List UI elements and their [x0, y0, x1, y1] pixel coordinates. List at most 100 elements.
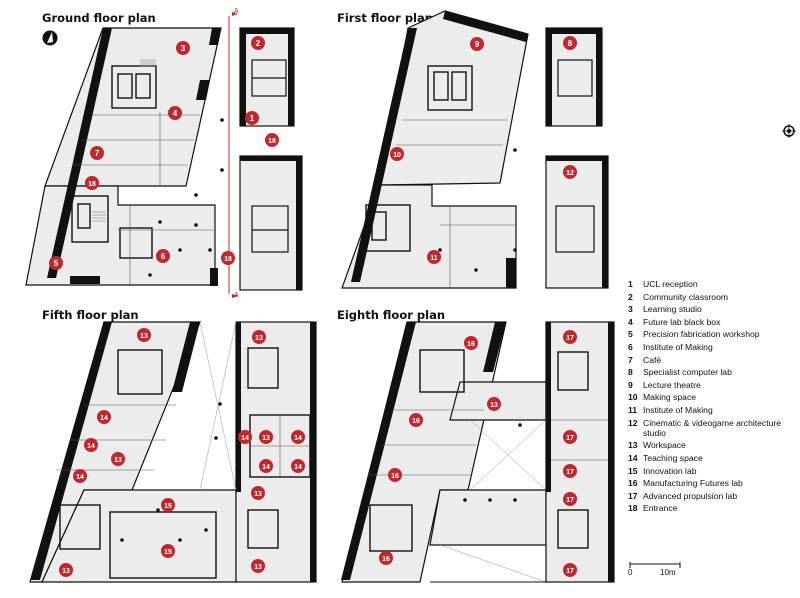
section-marker-top: A: [234, 8, 239, 15]
first-floor-plan: [341, 10, 609, 289]
legend-number: 11: [628, 404, 638, 415]
legend-item: 14 Teaching space: [628, 453, 796, 463]
eighth-floor-title: Eighth floor plan: [337, 308, 446, 322]
ground-floor-plan: [25, 12, 303, 298]
room-marker-number: 15: [164, 503, 172, 510]
room-marker-number: 17: [566, 497, 574, 504]
scale-end-label: 10m: [660, 568, 676, 577]
legend-number: 13: [628, 440, 638, 451]
room-marker: 17: [563, 492, 577, 506]
room-marker: 13: [252, 330, 266, 344]
room-marker: 14: [73, 469, 87, 483]
ground-floor-title: Ground floor plan: [42, 11, 156, 25]
room-marker-number: 17: [566, 469, 574, 476]
room-marker: 18: [221, 251, 235, 265]
room-marker-number: 14: [100, 415, 108, 422]
room-marker: 6: [156, 249, 170, 263]
room-marker: 14: [291, 459, 305, 473]
room-marker-number: 17: [566, 435, 574, 442]
room-marker: 13: [487, 397, 501, 411]
north-arrow-icon: [42, 30, 58, 46]
room-marker: 12: [563, 165, 577, 179]
legend-number: 10: [628, 392, 638, 403]
legend-label: Institute of Making: [643, 404, 713, 415]
legend-item: 16 Manufacturing Futures lab: [628, 478, 796, 488]
legend-number: 12: [628, 417, 638, 428]
legend-label: Advanced propulsion lab: [643, 490, 738, 501]
room-marker-number: 13: [254, 564, 262, 571]
room-marker: 17: [563, 563, 577, 577]
room-marker: 13: [59, 563, 73, 577]
room-marker-number: 9: [475, 40, 480, 49]
legend-number: 16: [628, 478, 638, 489]
room-marker: 17: [563, 430, 577, 444]
legend-number: 7: [628, 354, 633, 365]
compass-icon: [782, 124, 796, 138]
room-marker-number: 8: [568, 39, 573, 48]
legend-number: 6: [628, 341, 633, 352]
legend-number: 14: [628, 452, 638, 463]
eighth-floor-plan: [341, 321, 615, 583]
room-marker-number: 13: [254, 491, 262, 498]
legend-label: Specialist computer lab: [643, 367, 732, 378]
legend-label: UCL reception: [643, 279, 698, 289]
legend-number: 5: [628, 329, 633, 340]
room-marker: 9: [470, 37, 484, 51]
room-marker-number: 1: [250, 114, 255, 123]
room-marker: 5: [49, 256, 63, 270]
room-marker: 15: [161, 544, 175, 558]
legend-number: 17: [628, 490, 638, 501]
room-marker: 14: [291, 430, 305, 444]
room-marker: 18: [85, 176, 99, 190]
legend-label: Workspace: [643, 440, 686, 451]
legend-label: Future lab black box: [643, 316, 721, 327]
legend-number: 1: [628, 279, 633, 289]
room-marker-number: 11: [430, 255, 438, 262]
fifth-floor-plan: [29, 321, 317, 583]
room-marker-number: 15: [164, 549, 172, 556]
legend-label: Manufacturing Futures lab: [643, 478, 743, 489]
room-marker-number: 14: [294, 464, 302, 471]
room-marker-number: 14: [241, 435, 249, 442]
room-marker: 16: [409, 413, 423, 427]
room-marker: 8: [563, 36, 577, 50]
room-marker-number: 4: [173, 109, 178, 118]
legend-number: 4: [628, 316, 633, 327]
room-marker-number: 2: [256, 39, 261, 48]
room-marker-number: 14: [262, 464, 270, 471]
room-marker-number: 17: [566, 568, 574, 575]
legend-label: Lecture theatre: [643, 379, 701, 390]
room-marker: 13: [251, 486, 265, 500]
room-marker-number: 13: [114, 457, 122, 464]
room-marker: 14: [259, 459, 273, 473]
room-marker-number: 13: [140, 333, 148, 340]
legend-number: 18: [628, 503, 638, 514]
room-marker: 17: [563, 330, 577, 344]
room-marker: 13: [259, 430, 273, 444]
room-marker: 18: [265, 133, 279, 147]
room-marker-number: 6: [161, 252, 166, 261]
room-marker: 1: [245, 111, 259, 125]
legend-label: Precision fabrication workshop: [643, 329, 760, 340]
room-marker-number: 10: [393, 152, 401, 159]
legend-item: 18 Entrance: [628, 503, 796, 513]
room-marker-number: 7: [95, 149, 100, 158]
room-marker-number: 13: [62, 568, 70, 575]
legend-item: 13 Workspace: [628, 440, 796, 450]
legend-label: Entrance: [643, 503, 678, 514]
legend-label: Café: [643, 354, 662, 365]
legend-item: 7 Café: [628, 355, 796, 365]
room-marker-number: 16: [412, 418, 420, 425]
room-marker-number: 12: [566, 170, 574, 177]
legend-label: Teaching space: [643, 452, 703, 463]
legend-label: Innovation lab: [643, 465, 697, 476]
legend-label: Learning studio: [643, 304, 702, 315]
room-marker-number: 17: [566, 335, 574, 342]
